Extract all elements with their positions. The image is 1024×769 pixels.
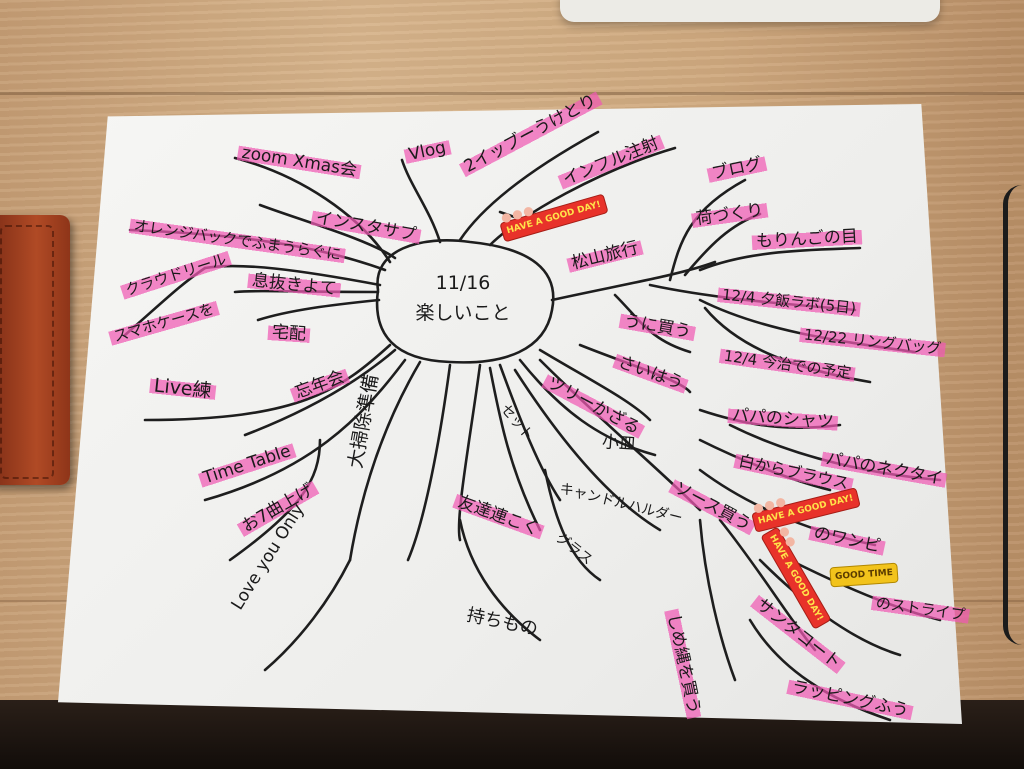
center-bubble [375,239,555,364]
branch [513,368,662,532]
branch [518,358,657,457]
branch [203,358,407,502]
branch [256,298,381,322]
branch [498,363,562,502]
branch [550,260,717,302]
label-kozara: 小皿 [601,432,637,455]
branch [400,158,442,244]
branch [458,130,600,242]
branch [698,518,737,682]
white-box [560,0,940,22]
branch [543,468,602,582]
branch [538,348,652,422]
branch [457,363,482,542]
branch [243,348,397,437]
branch [458,518,542,642]
branch [698,246,862,272]
red-wallet [0,215,70,485]
branch [348,360,422,562]
black-cable [1003,185,1022,645]
branch [488,366,542,532]
label-kanji2: 宅配 [267,322,311,345]
center-date: 11/16 [435,272,491,294]
center-topic: 11/16 楽しいこと [388,268,538,328]
branch [668,178,747,282]
center-title: 楽しいこと [415,302,511,324]
desk-seam [0,92,1024,95]
branch [406,363,452,562]
branch [263,558,352,672]
